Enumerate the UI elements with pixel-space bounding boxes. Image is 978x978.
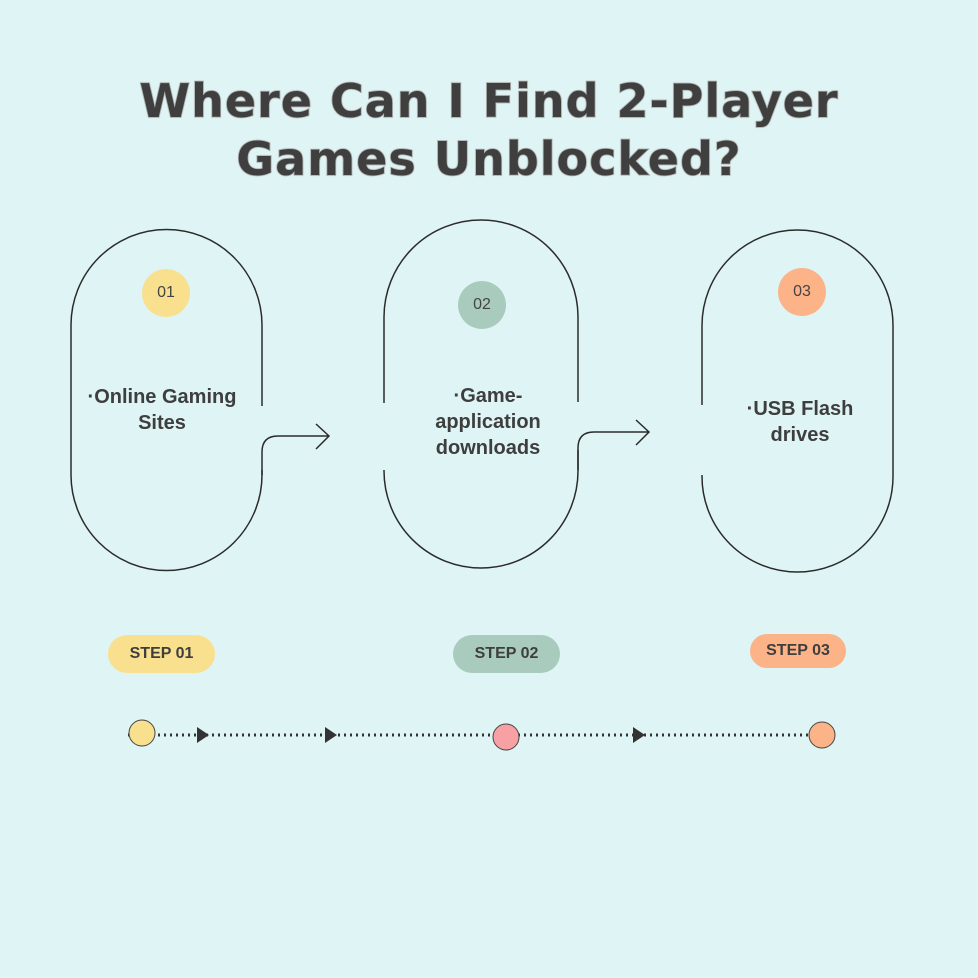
step-1-number-badge: 01 (142, 269, 190, 317)
step-1-label: ·Online Gaming Sites (66, 384, 258, 436)
capsule-2-outline-bottom (383, 450, 579, 569)
step-3-label-line-2: drives (770, 424, 830, 446)
timeline-dot-1 (128, 719, 156, 747)
arrow-2 (577, 419, 651, 470)
step-3-number-badge: 03 (778, 268, 826, 316)
step-2-number-badge: 02 (458, 281, 506, 329)
timeline-dot-3 (808, 721, 836, 749)
capsule-3-outline (701, 229, 894, 573)
step-2-pill: STEP 02 (453, 635, 560, 673)
arrow-1 (261, 423, 331, 475)
step-3-pill: STEP 03 (750, 634, 846, 668)
step-1-pill: STEP 01 (108, 635, 215, 673)
step-2-label-line-1: ·Game- (453, 385, 523, 407)
step-1-label-line-2: Sites (138, 412, 186, 434)
title-line-2: Games Unblocked? (236, 131, 742, 187)
step-2-label-line-3: downloads (435, 437, 541, 459)
step-3-label: ·USB Flash drives (702, 396, 898, 448)
capsule-1-outline (70, 228, 263, 572)
title-line-1: Where Can I Find 2-Player (139, 73, 839, 129)
capsule-2-outline (383, 219, 579, 403)
timeline-arrowhead-icon (633, 727, 645, 743)
step-2-label: ·Game- application downloads (390, 383, 586, 461)
timeline-arrowhead-icon (197, 727, 209, 743)
timeline-arrowhead-icon (325, 727, 337, 743)
step-3-label-line-1: ·USB Flash (746, 398, 854, 420)
timeline-dot-2 (492, 723, 520, 751)
step-2-label-line-2: application (435, 411, 541, 433)
step-1-label-line-1: ·Online Gaming (87, 386, 237, 408)
